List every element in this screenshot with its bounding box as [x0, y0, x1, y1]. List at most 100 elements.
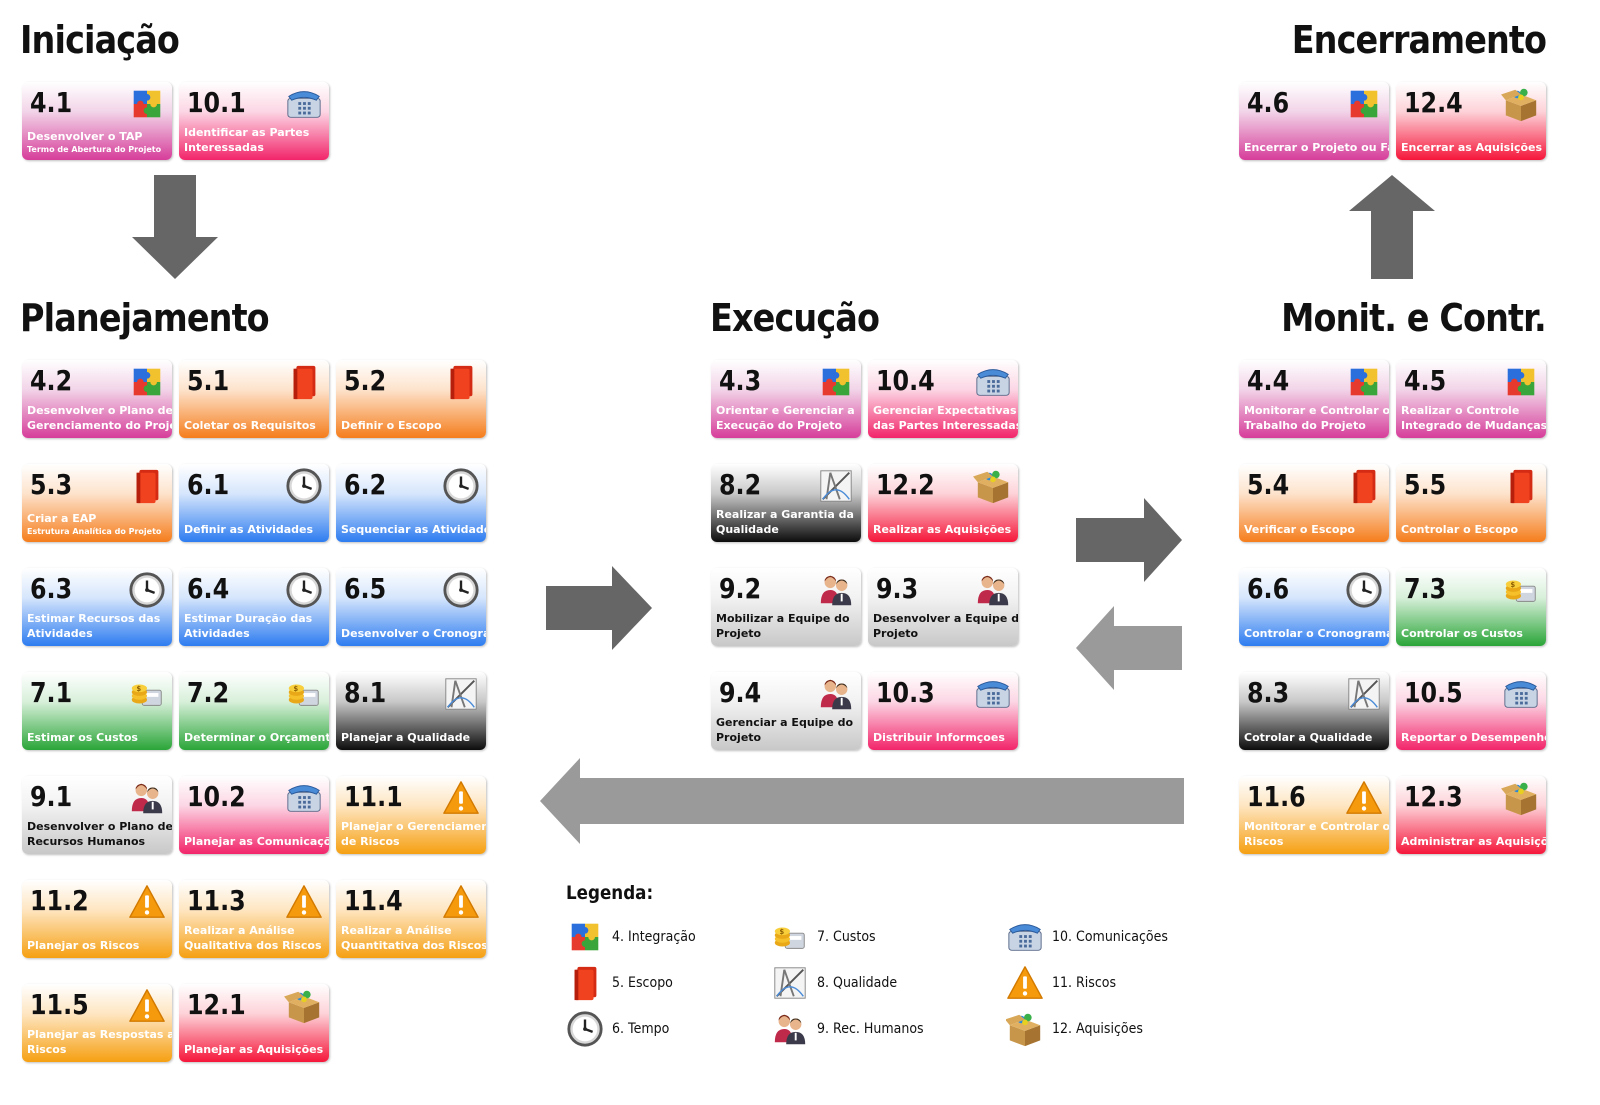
process-number: 7.3	[1404, 572, 1447, 605]
phone-icon	[283, 85, 325, 123]
process-number: 4.1	[30, 86, 73, 119]
people-icon	[815, 675, 857, 713]
process-label-line: Realizar as Aquisições	[873, 523, 1012, 536]
process-label: Controlar o Cronograma	[1244, 626, 1389, 641]
people-icon	[126, 779, 168, 817]
process-label-line: Qualitativa dos Riscos	[184, 939, 322, 952]
clock-icon	[440, 467, 482, 505]
process-label-line: Reportar o Desempenho	[1401, 731, 1546, 744]
process-number: 10.4	[876, 364, 935, 397]
phase-title-monitoramento: Monit. e Contr.	[1281, 296, 1547, 340]
phase-title-execucao: Execução	[710, 296, 880, 340]
book-icon	[1343, 467, 1385, 505]
legend-item: 5. Escopo	[566, 964, 766, 1004]
process-number: 5.4	[1247, 468, 1290, 501]
process-number: 6.2	[344, 468, 387, 501]
phone-icon	[972, 675, 1014, 713]
puzzle-icon	[1343, 363, 1385, 401]
process-label-line: Planejar os Riscos	[27, 939, 140, 952]
legend-label: 5. Escopo	[612, 975, 673, 991]
process-number: 9.1	[30, 780, 73, 813]
process-label-line: Planejar as Comunicações	[184, 835, 329, 848]
legend-label: 9. Rec. Humanos	[817, 1021, 924, 1037]
process-label-line: Realizar a Garantia da	[716, 508, 854, 521]
process-number: 9.2	[719, 572, 762, 605]
process-card-7-1: 7.1$Estimar os Custos	[22, 672, 172, 750]
puzzle-icon	[126, 85, 168, 123]
process-label-line: Quantitativa dos Riscos	[341, 939, 486, 952]
process-label: Planejar as Comunicações	[184, 834, 329, 849]
legend-title: Legenda:	[566, 882, 654, 904]
process-label: Administrar as Aquisições	[1401, 834, 1546, 849]
process-label-line: Atividades	[184, 627, 250, 640]
coins-icon: $	[283, 675, 325, 713]
process-label-line: Atividades	[27, 627, 93, 640]
process-number: 6.4	[187, 572, 230, 605]
process-number: 11.4	[344, 884, 403, 917]
process-label: Controlar o Escopo	[1401, 522, 1542, 537]
book-icon	[440, 363, 482, 401]
svg-text:$: $	[780, 928, 785, 936]
book-icon	[1500, 467, 1542, 505]
process-label: Estimar os Custos	[27, 730, 168, 745]
arrow-down-icon	[132, 175, 218, 279]
process-number: 12.3	[1404, 780, 1463, 813]
people-icon	[815, 571, 857, 609]
process-number: 4.2	[30, 364, 73, 397]
process-label-line: Distribuir Informçoes	[873, 731, 1005, 744]
box-icon	[1500, 85, 1542, 123]
process-label-line: Riscos	[27, 1043, 67, 1056]
legend-item: 9. Rec. Humanos	[771, 1010, 971, 1050]
process-number: 11.3	[187, 884, 246, 917]
process-label-line: Estimar os Custos	[27, 731, 138, 744]
legend-label: 8. Qualidade	[817, 975, 898, 991]
compass-icon	[440, 675, 482, 713]
arrow-right-icon	[546, 566, 652, 650]
process-sublabel: Termo de Abertura do Projeto	[27, 145, 162, 154]
legend-label: 4. Integração	[612, 929, 696, 945]
process-label-line: Monitorar e Controlar o	[1244, 404, 1389, 417]
phase-title-encerramento: Encerramento	[1291, 18, 1547, 62]
process-number: 6.3	[30, 572, 73, 605]
process-label: Definir as Atividades	[184, 522, 325, 537]
legend-item: 4. Integração	[566, 918, 766, 958]
legend-item: 11. Riscos	[1006, 964, 1206, 1004]
process-label: Controlar os Custos	[1401, 626, 1542, 641]
process-number: 12.2	[876, 468, 935, 501]
process-number: 8.2	[719, 468, 762, 501]
warning-icon	[440, 779, 482, 817]
arrow-up-icon	[1349, 175, 1435, 279]
process-label-line: Gerenciar Expectativas	[873, 404, 1017, 417]
process-number: 10.3	[876, 676, 935, 709]
process-number: 7.1	[30, 676, 73, 709]
arrow-left-long-icon	[540, 758, 1184, 844]
process-label-line: Administrar as Aquisições	[1401, 835, 1546, 848]
